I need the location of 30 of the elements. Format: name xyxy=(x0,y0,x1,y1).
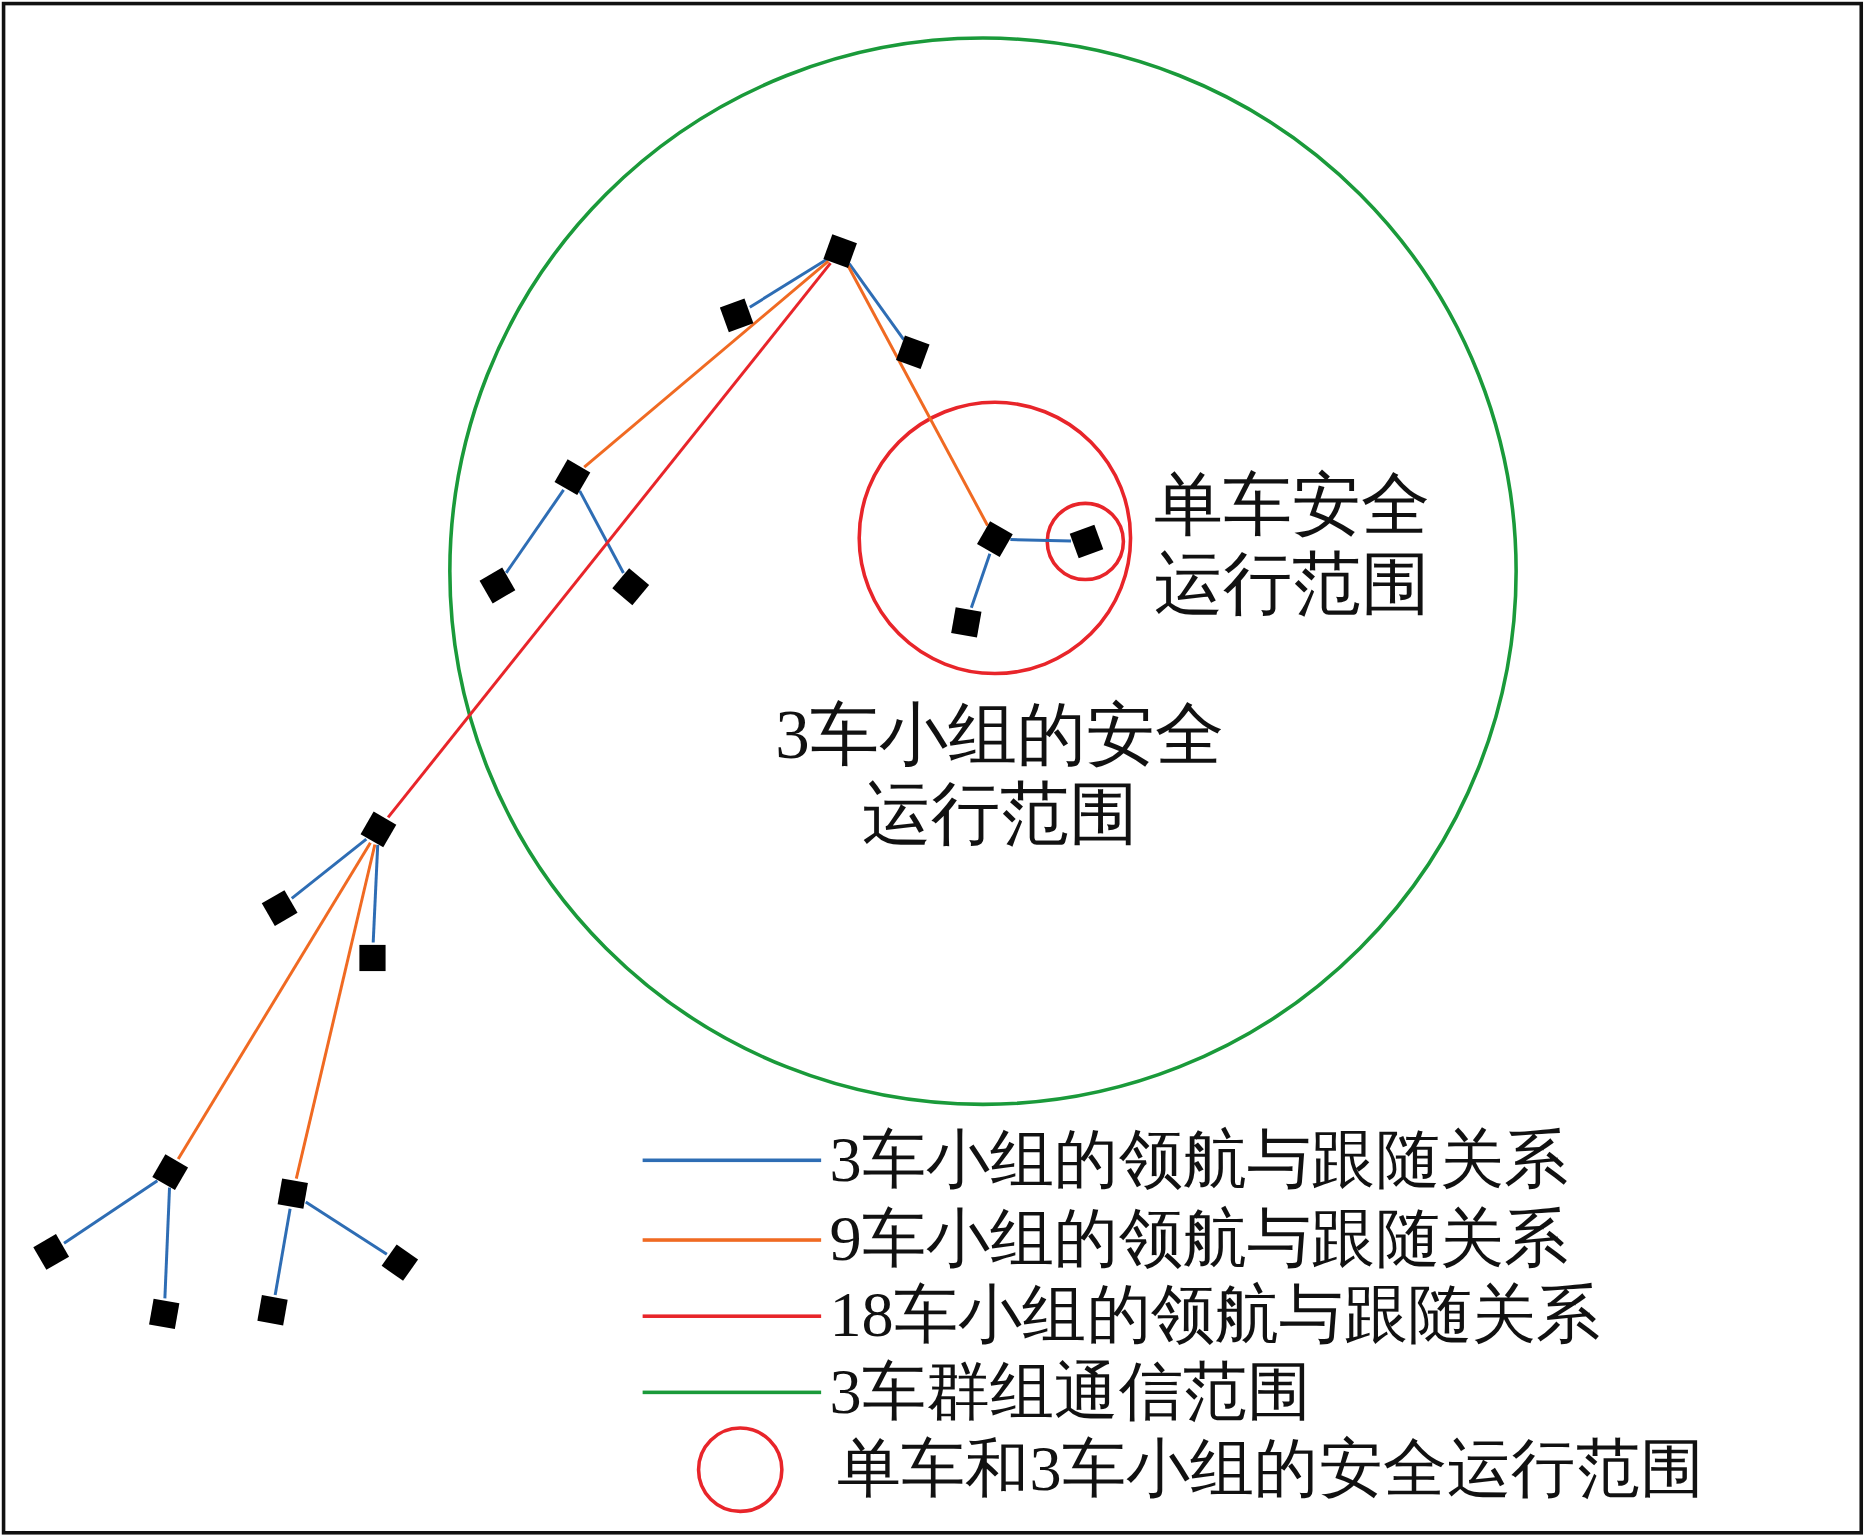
link-line xyxy=(1010,538,1072,543)
vehicle-marker xyxy=(359,944,386,972)
link-line xyxy=(273,1208,292,1296)
link-line xyxy=(578,490,625,574)
vehicle-marker xyxy=(951,607,982,638)
link-line xyxy=(294,844,377,1179)
link-line xyxy=(846,264,989,527)
legend-text: 18车小组的领航与跟随关系 xyxy=(829,1278,1601,1353)
legend-text: 3车小组的领航与跟随关系 xyxy=(829,1122,1569,1197)
link-line xyxy=(304,1200,388,1256)
link-line xyxy=(163,1187,171,1299)
legend-text: 单车和3车小组的安全运行范围 xyxy=(836,1431,1705,1507)
link-line xyxy=(583,259,830,469)
link-line xyxy=(371,844,380,943)
link-line xyxy=(848,262,905,341)
legend-text: 9车小组的领航与跟随关系 xyxy=(829,1202,1569,1277)
vehicle-marker xyxy=(277,1178,308,1209)
legend-text: 3车群组通信范围 xyxy=(829,1354,1312,1429)
range-label: 3车小组的安全运行范围 xyxy=(774,696,1225,854)
link-line xyxy=(749,258,828,309)
link-line xyxy=(969,553,992,609)
link-line xyxy=(290,837,368,900)
vehicle-marker xyxy=(149,1298,180,1329)
link-line xyxy=(63,1179,159,1245)
vehicle-marker xyxy=(257,1295,288,1326)
link-line xyxy=(386,262,832,819)
link-line xyxy=(176,841,372,1160)
vehicle-marker xyxy=(896,335,930,370)
range-label: 单车安全运行范围 xyxy=(1154,466,1432,624)
link-line xyxy=(505,489,565,574)
